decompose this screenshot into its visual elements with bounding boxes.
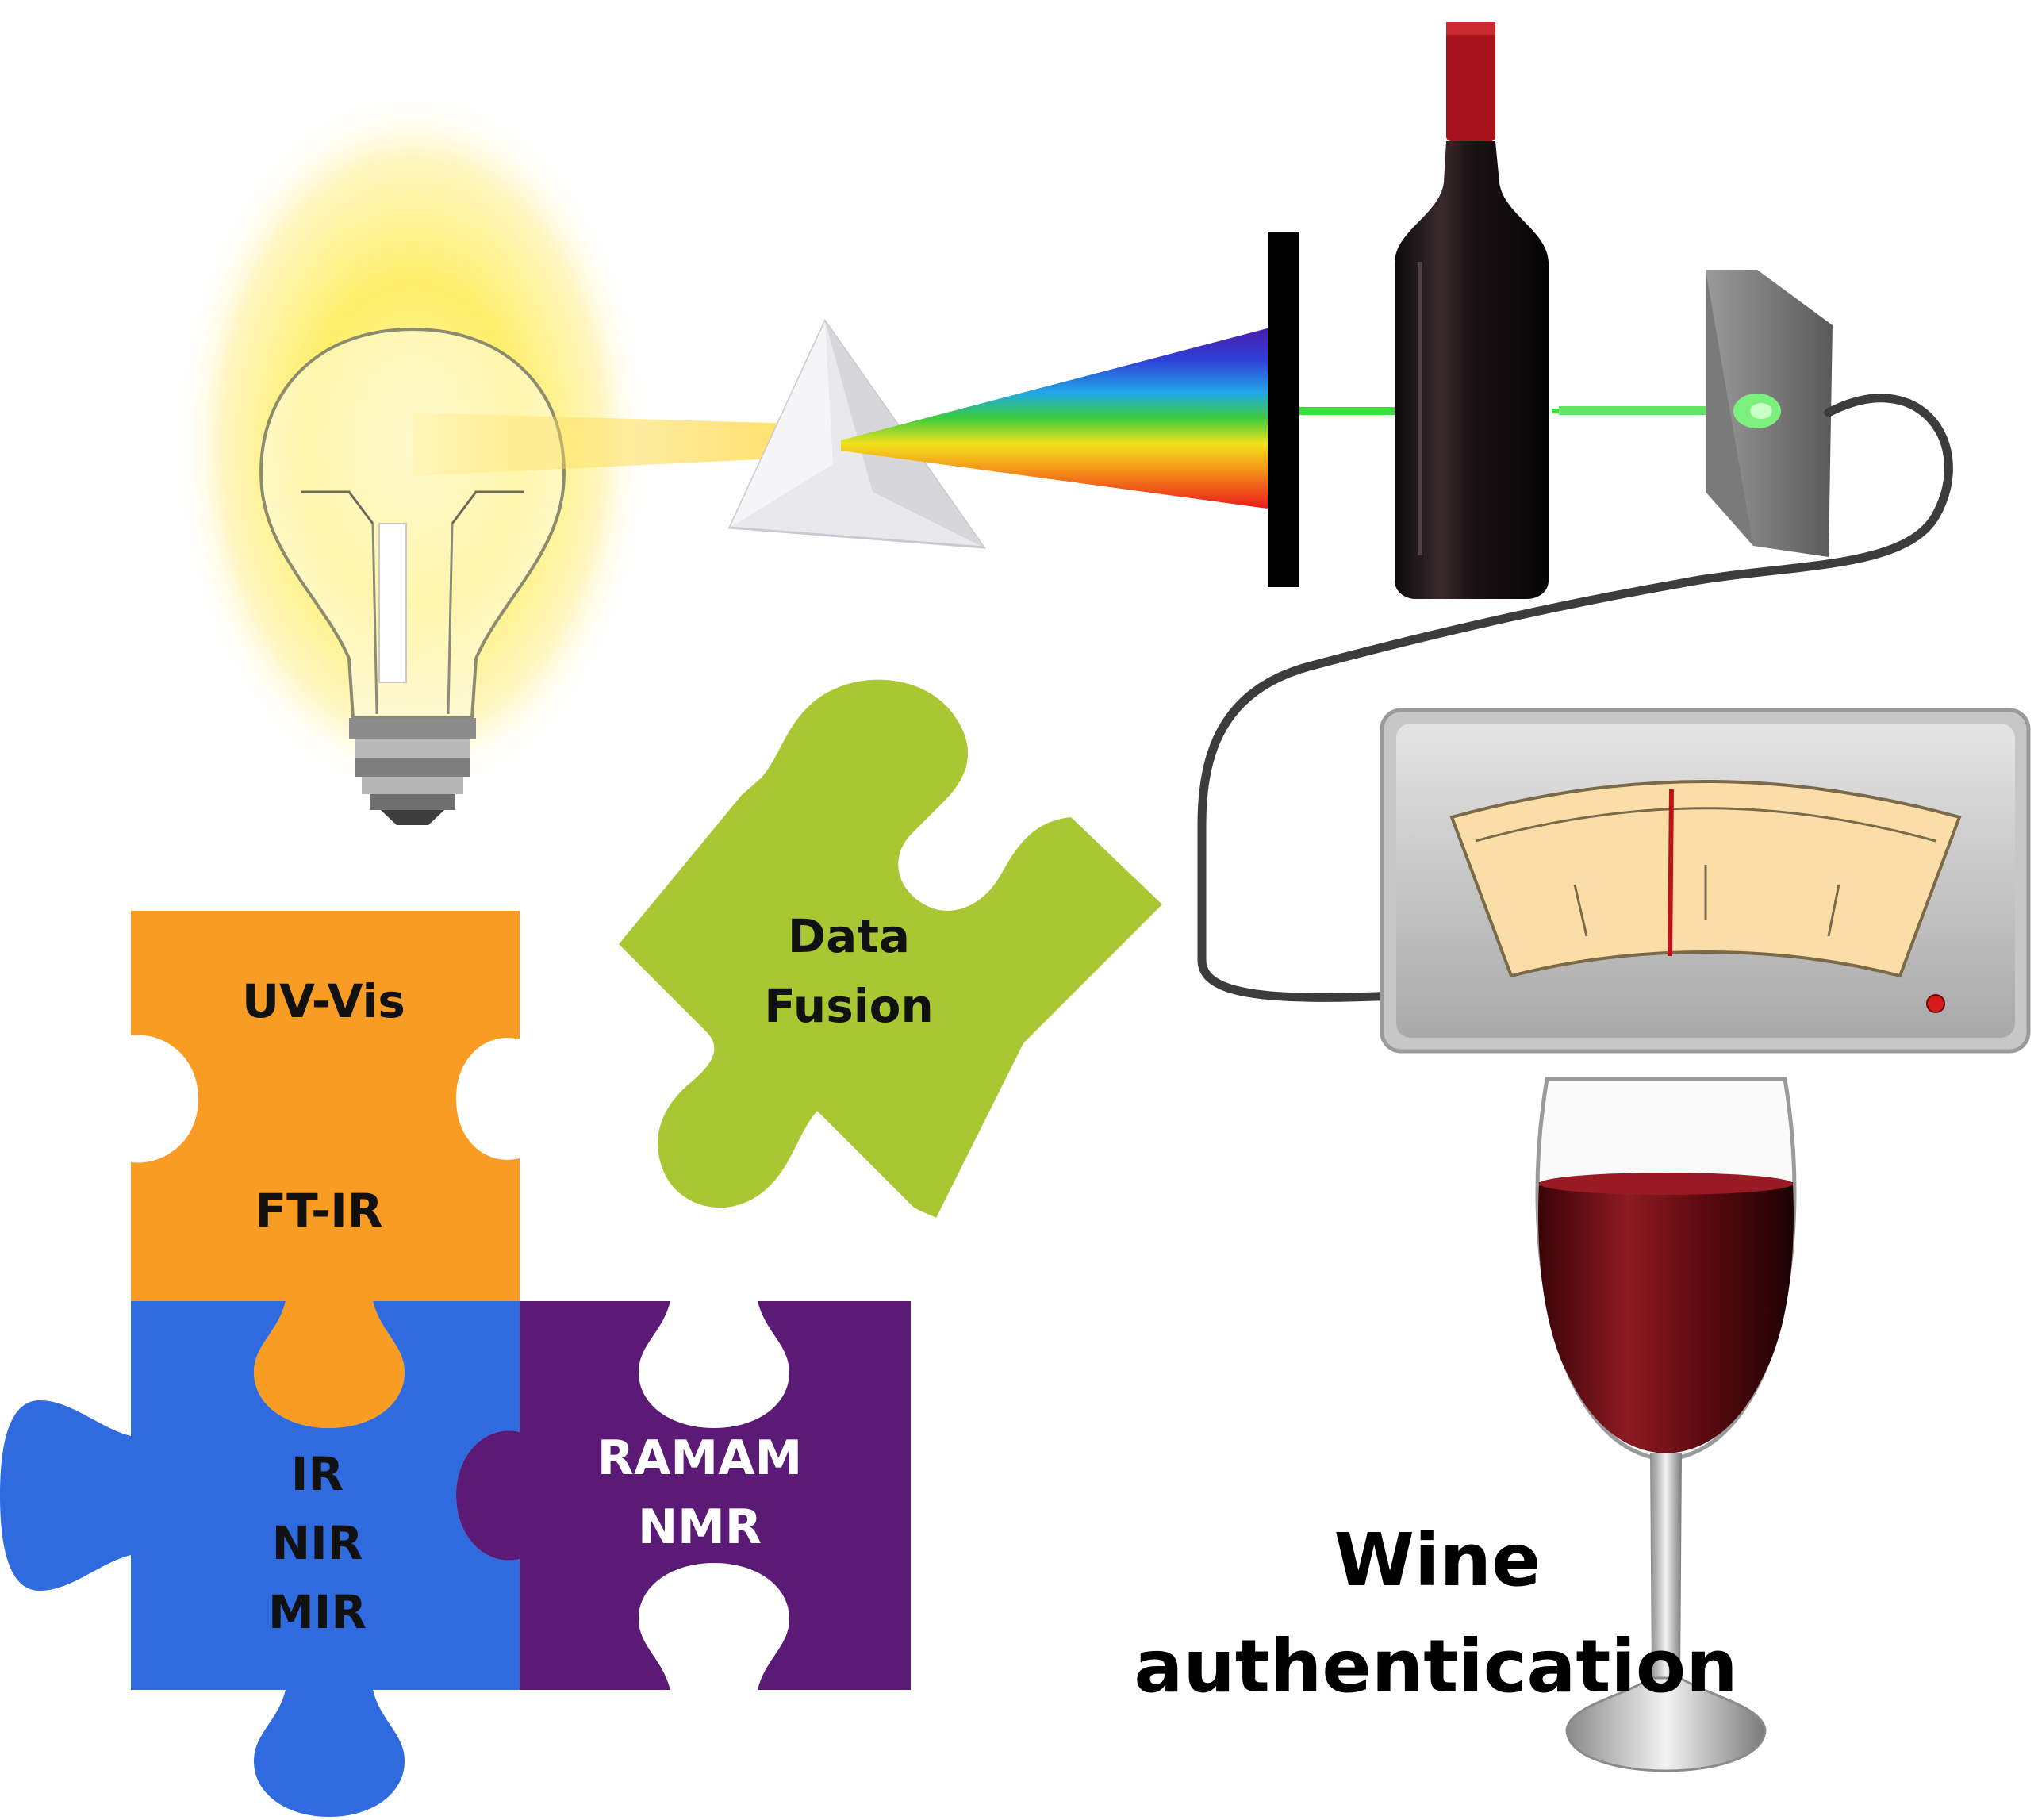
label-data: Data [788,909,910,963]
puzzle-piece-orange [131,911,520,1428]
title-wine: Wine [1334,1518,1541,1603]
label-ft-ir: FT-IR [255,1184,383,1238]
label-nmr: NMR [638,1499,762,1555]
label-fusion: Fusion [764,979,934,1033]
label-ir: IR [291,1447,344,1501]
label-mir: MIR [268,1585,367,1639]
cable-icon [1197,394,1953,1002]
wine-glass-icon [1535,1077,1797,1772]
meter-icon [1380,708,2031,1054]
slit-icon [1268,232,1299,587]
light-beam [413,413,825,476]
title-authentication: authentication [1134,1624,1737,1709]
label-raman: RAMAM [597,1430,803,1486]
puzzle-piece-blue [0,1301,520,1817]
puzzle-piece-purple [456,1301,911,1690]
label-nir: NIR [272,1516,363,1570]
puzzle-piece-green [619,679,1162,1218]
label-uv-vis: UV-Vis [242,974,405,1028]
spectrum-beam [841,327,1273,509]
wine-bottle-icon [1395,22,1549,599]
detector-icon [1706,270,1833,557]
